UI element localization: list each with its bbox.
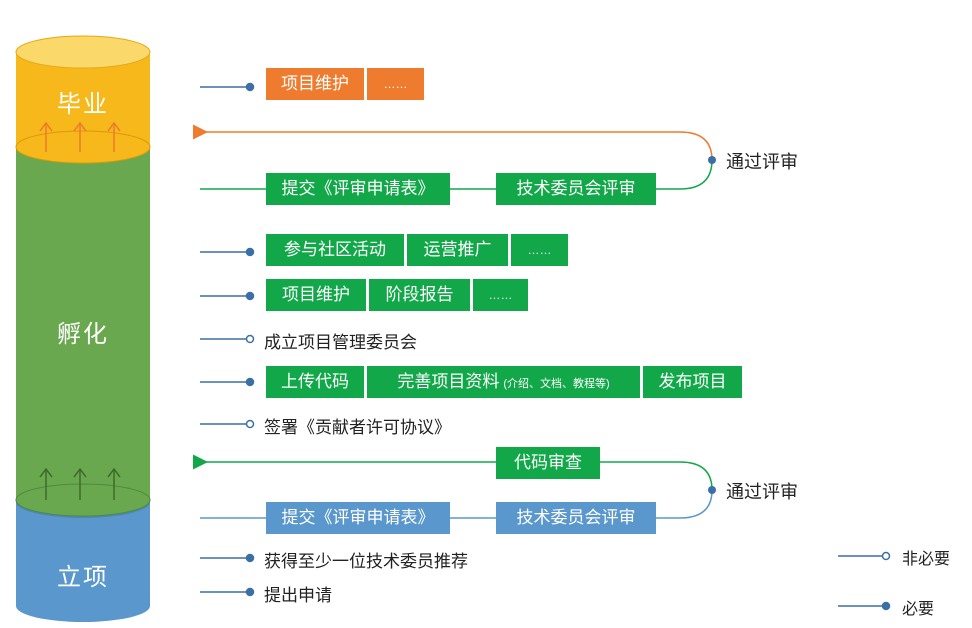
incubate-maintenance: 项目维护 [266, 279, 366, 311]
graduate-up-arrows [39, 121, 121, 152]
incubate-sign-cla: 签署《贡献者许可协议》 [264, 418, 451, 437]
bottom-code-review: 代码审查 [496, 447, 600, 479]
top-submit-application: 提交《评审申请表》 [266, 173, 450, 205]
bottom-review-flow [193, 454, 716, 519]
incubate-community-activity: 参与社区活动 [266, 234, 404, 266]
top-committee-review: 技术委员会评审 [496, 173, 656, 205]
incubate-stage-report: 阶段报告 [369, 279, 470, 311]
initiate-submit-request: 提出申请 [264, 586, 332, 605]
legend-optional-label: 非必要 [902, 551, 951, 568]
stage-graduate-label: 毕业 [57, 91, 109, 118]
incubate-upload-code: 上传代码 [266, 366, 364, 398]
item-connectors [200, 82, 255, 597]
incubate-form-committee: 成立项目管理委员会 [264, 333, 417, 352]
stage-initiate-label: 立项 [57, 564, 109, 591]
cylinder-graduate-segment [15, 35, 151, 164]
legend-lines [838, 551, 891, 611]
incubate-improve-docs-label: 完善项目资料 [397, 372, 500, 391]
incubate-up-arrows [39, 467, 121, 500]
incubate-promotion: 运营推广 [407, 234, 508, 266]
incubate-improve-docs: 完善项目资料(介绍、文档、教程等) [367, 366, 640, 398]
graduate-item-more: …… [367, 68, 424, 100]
incubate-improve-docs-note: (介绍、文档、教程等) [503, 378, 610, 390]
incubate-row2-more: …… [473, 279, 528, 311]
incubate-publish: 发布项目 [643, 366, 742, 398]
graduate-item-maintenance: 项目维护 [266, 68, 364, 100]
stage-incubate-label: 孵化 [57, 321, 109, 348]
bottom-review-label: 通过评审 [726, 482, 798, 502]
bottom-submit-application: 提交《评审申请表》 [266, 502, 450, 534]
initiate-get-recommendation: 获得至少一位技术委员推荐 [264, 552, 468, 571]
legend-required-label: 必要 [902, 601, 935, 618]
top-review-flow [193, 124, 716, 190]
top-review-label: 通过评审 [726, 152, 798, 172]
bottom-committee-review: 技术委员会评审 [496, 502, 656, 534]
incubate-row1-more: …… [511, 234, 568, 266]
